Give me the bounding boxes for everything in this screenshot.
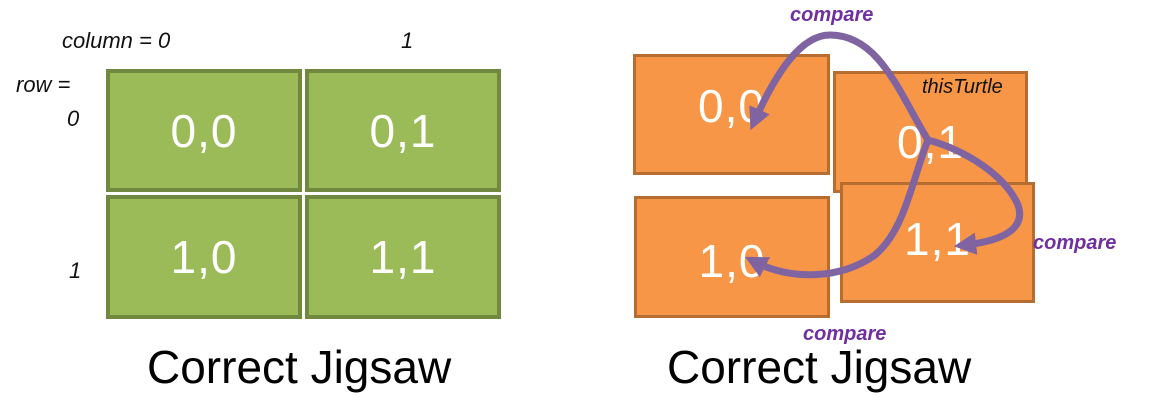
row-0-label: 0 — [67, 106, 80, 131]
this-turtle-label: thisTurtle — [922, 76, 1003, 98]
orange-tile-0-0: 0,0 — [633, 54, 830, 175]
green-tile-1-0: 1,0 — [106, 195, 302, 319]
column-1-label: 1 — [401, 28, 414, 53]
compare-label-right: compare — [1033, 232, 1117, 254]
green-tile-0-0: 0,0 — [106, 69, 302, 192]
row-label: row = — [16, 72, 71, 97]
compare-label-top: compare — [790, 4, 874, 26]
orange-tile-1-0: 1,0 — [634, 196, 830, 318]
column-0-label: column = 0 — [62, 28, 171, 53]
orange-tile-1-1: 1,1 — [840, 182, 1035, 303]
compare-label-bottom: compare — [803, 323, 887, 345]
right-caption: Correct Jigsaw — [667, 341, 972, 393]
row-1-label: 1 — [69, 258, 82, 283]
left-caption: Correct Jigsaw — [147, 341, 452, 393]
green-tile-1-1: 1,1 — [305, 195, 501, 319]
green-tile-0-1: 0,1 — [305, 69, 501, 192]
